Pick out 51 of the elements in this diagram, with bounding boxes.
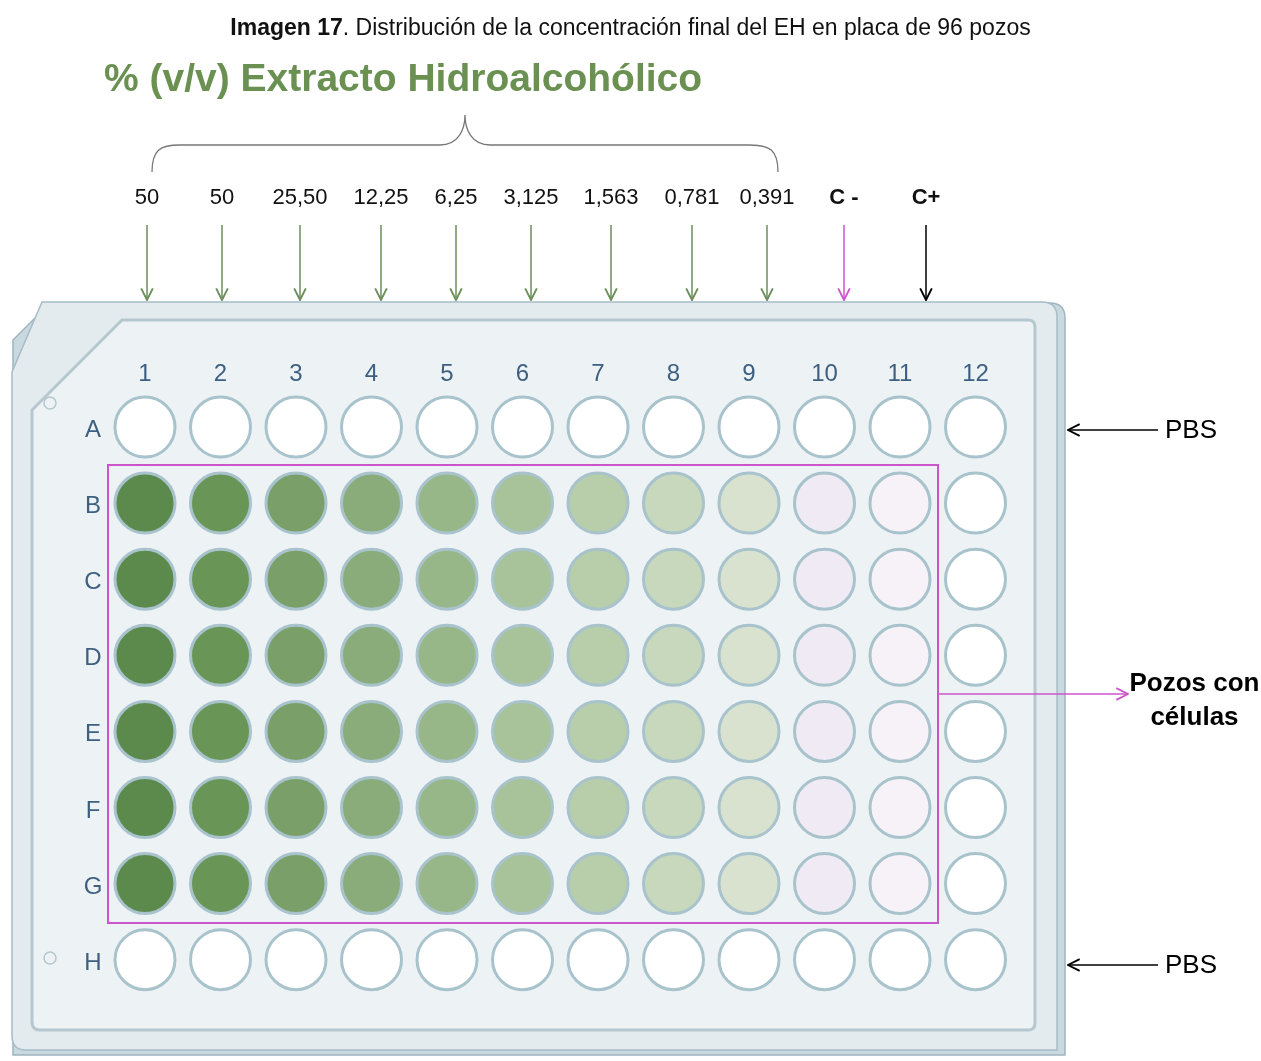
column-number: 9 — [741, 359, 757, 387]
column-number: 8 — [665, 359, 682, 387]
concentration-label: 6,25 — [420, 183, 492, 225]
row-letter: H — [83, 947, 103, 976]
concentration-label: 1,563 — [575, 183, 647, 225]
column-number: 7 — [590, 359, 606, 387]
arrow — [524, 224, 538, 301]
arrow — [449, 224, 463, 301]
column-number: 6 — [514, 359, 531, 387]
row-note: PBS — [1158, 950, 1224, 980]
arrow — [293, 224, 307, 301]
row-letter: E — [84, 719, 102, 748]
row-letter: B — [84, 491, 102, 520]
concentration-label: 0,391 — [731, 183, 803, 225]
column-number: 1 — [137, 359, 153, 387]
column-number: 11 — [886, 359, 914, 387]
highlight-frame — [107, 464, 939, 924]
figure-caption: Imagen 17. Distribución de la concentración final del EH en placa de 96 pozos — [229, 14, 1032, 41]
arrow — [837, 224, 851, 301]
arrow — [919, 224, 933, 301]
heading: % (v/v) Extracto Hidroalcohólico — [104, 56, 703, 100]
concentration-label: 3,125 — [495, 183, 567, 225]
concentration-label: 25,50 — [264, 183, 336, 225]
row-letter: A — [84, 415, 102, 443]
concentration-label: 0,781 — [656, 183, 728, 225]
arrow — [604, 224, 618, 301]
arrow — [685, 224, 699, 301]
concentration-label: 50 — [111, 183, 183, 225]
column-number: 2 — [212, 359, 229, 387]
column-number: 5 — [439, 359, 455, 387]
arrow — [938, 687, 1129, 701]
concentration-label: 50 — [186, 183, 258, 225]
row-note: PBS — [1158, 415, 1224, 445]
column-number: 12 — [961, 359, 990, 387]
concentration-label: 12,25 — [345, 183, 417, 225]
row-letter: F — [84, 795, 102, 824]
side-note: Pozos con células — [1128, 648, 1261, 752]
arrow — [215, 224, 229, 301]
column-number: 4 — [363, 359, 380, 387]
control-label: C - — [808, 183, 880, 225]
arrow — [1067, 958, 1159, 972]
column-number: 10 — [810, 359, 839, 387]
arrow — [1067, 423, 1159, 437]
control-label: C+ — [890, 183, 962, 225]
row-letter: D — [83, 643, 103, 672]
arrow — [760, 224, 774, 301]
arrow — [374, 224, 388, 301]
column-number: 3 — [288, 359, 304, 387]
row-letter: G — [82, 871, 104, 900]
row-letter: C — [83, 567, 103, 596]
arrow — [140, 224, 154, 301]
